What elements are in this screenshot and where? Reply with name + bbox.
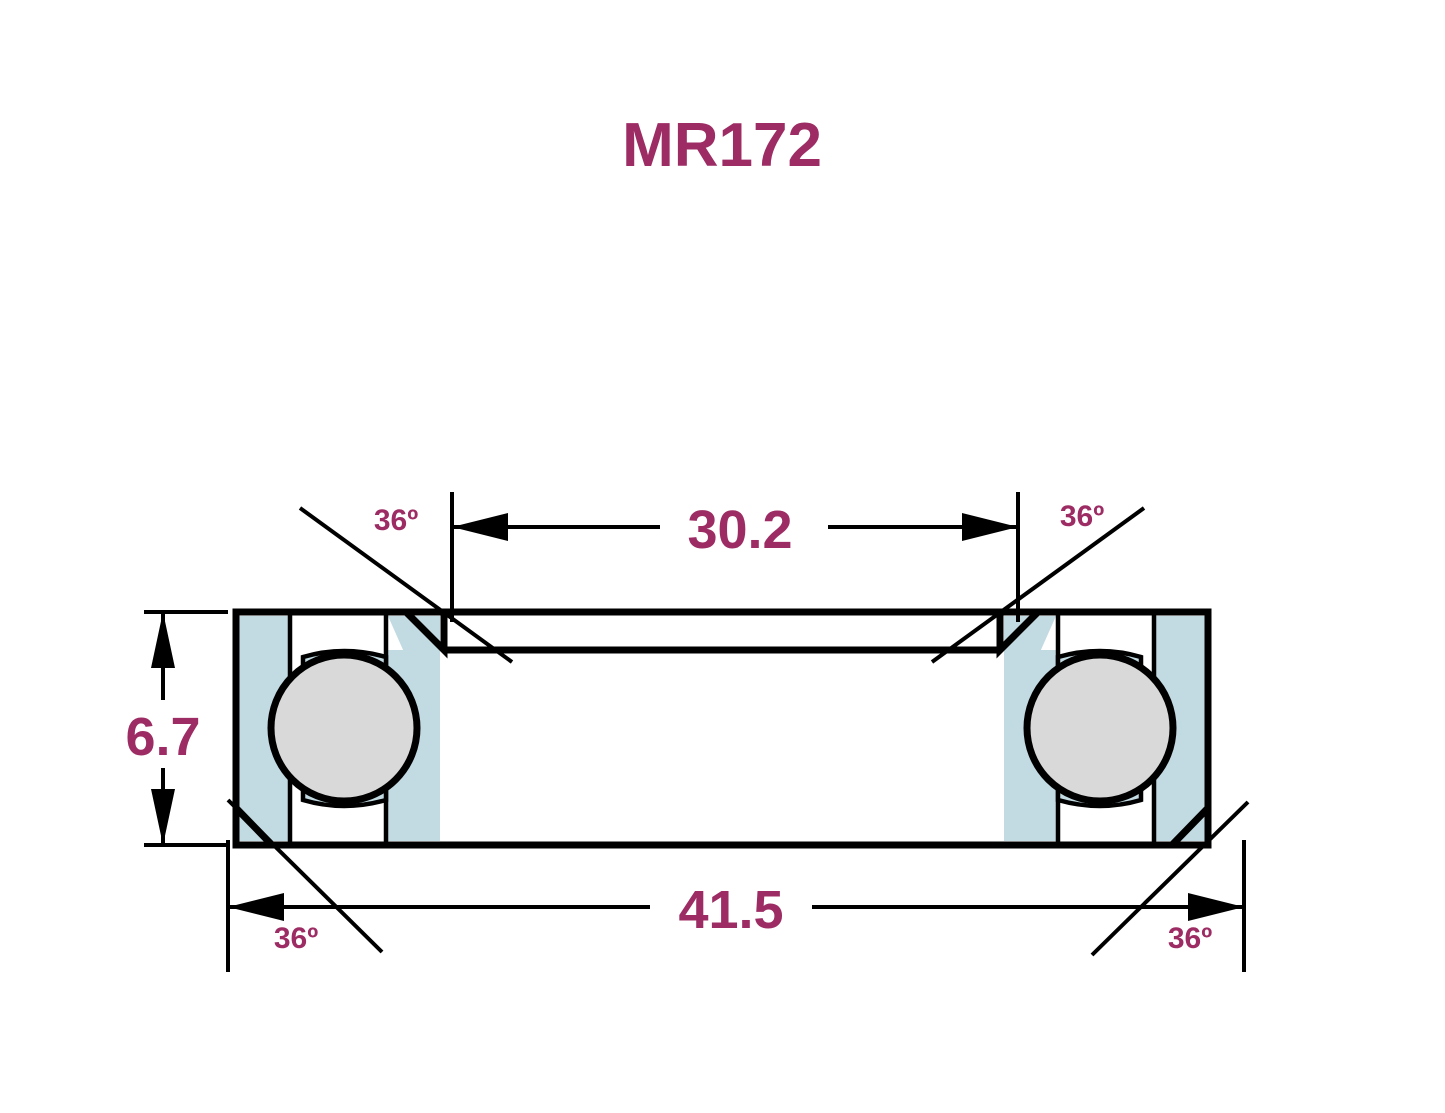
ball-right: [1023, 651, 1177, 805]
chamfer-label-top-right: 36º: [1060, 500, 1104, 533]
leader-chamfer-bottom-right: [1090, 800, 1250, 957]
dimension-label-outer: 41.5: [678, 880, 783, 940]
chamfer-annotations: 36º 36º 36º 36º: [226, 500, 1250, 957]
dimension-width-6-7: 6.7: [125, 610, 228, 847]
leader-chamfer-top-right: [930, 506, 1146, 664]
arrow-outer-right: [1188, 893, 1244, 921]
right-bearing-section: [996, 608, 1212, 849]
chamfer-bottom-right-edge: [1169, 805, 1211, 848]
chamfer-label-bottom-right: 36º: [1168, 922, 1212, 955]
seal-inner-left-chamfer: [388, 616, 440, 652]
bore-lines: [444, 608, 1000, 849]
dimension-label-bore: 30.2: [687, 500, 792, 560]
left-bearing-section: [232, 608, 448, 849]
dimension-outer-41-5: 41.5: [226, 840, 1246, 972]
arrow-bore-left: [452, 513, 508, 541]
arrow-width-top: [151, 612, 175, 668]
leader-chamfer-top-left: [298, 506, 514, 664]
arrow-outer-left: [228, 893, 284, 921]
arrow-bore-right: [962, 513, 1018, 541]
chamfer-label-top-left: 36º: [374, 504, 418, 537]
arrow-width-bottom: [151, 789, 175, 845]
chamfer-label-bottom-left: 36º: [274, 922, 318, 955]
page-title: MR172: [622, 111, 822, 180]
seal-outer-right: [1156, 616, 1208, 841]
seal-outer-left: [236, 616, 288, 841]
seal-inner-right-chamfer: [1004, 616, 1056, 652]
dimension-label-width: 6.7: [125, 707, 200, 767]
dimension-bore-30-2: 30.2: [450, 492, 1020, 622]
ball-left: [267, 651, 421, 805]
leader-chamfer-bottom-left: [226, 798, 384, 954]
